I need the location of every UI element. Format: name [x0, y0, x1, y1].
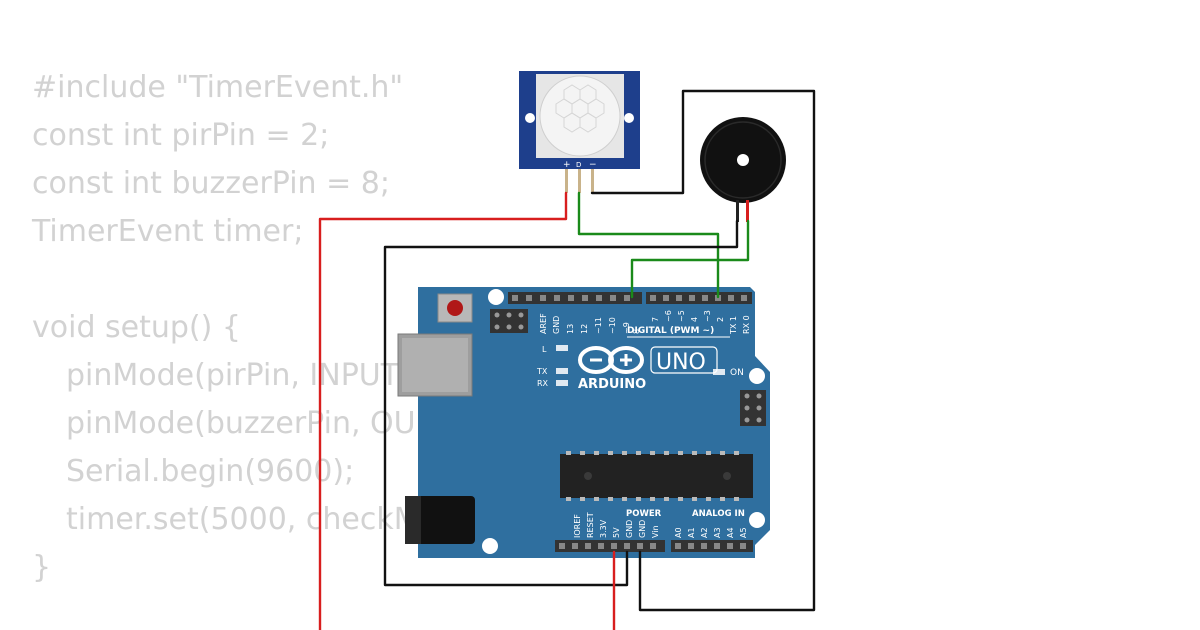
pin-label-3v3: 3.3V [599, 519, 608, 538]
pin-label-rx0: RX 0 [742, 315, 751, 334]
pin-label-a0: A0 [674, 527, 683, 538]
digital-label: DIGITAL (PWM ~) [627, 326, 714, 336]
pin-label-gnd: GND [552, 316, 561, 334]
code-line-8: pinMode(buzzerPin, OU [66, 406, 416, 441]
pin-label-ioref: IOREF [573, 514, 582, 538]
pir-motion-sensor[interactable]: + D − [519, 71, 640, 193]
code-line-11: } [32, 550, 52, 585]
arduino-uno-board[interactable]: AREF GND 13 12 ~11 ~10 ~9 8 7 ~6 ~5 4 ~3… [397, 287, 770, 558]
code-line-10: timer.set(5000, checkM [66, 502, 420, 537]
digital-header-right[interactable] [646, 292, 752, 304]
pin-label-gnd-1: GND [625, 520, 634, 538]
led-l [556, 345, 568, 351]
pin-label-a3: A3 [713, 527, 722, 538]
code-line-9: Serial.begin(9600); [66, 454, 355, 489]
piezo-buzzer[interactable] [700, 117, 786, 222]
pin-label-7: 7 [651, 317, 660, 322]
pir-pin-plus-label: + [563, 160, 571, 170]
pir-mount-hole [624, 113, 634, 123]
pin-label-5: ~5 [677, 310, 686, 322]
pin-label-4: 4 [690, 317, 699, 322]
wire-buzzer-gnd[interactable] [383, 219, 739, 587]
arduino-logo-icon [578, 346, 644, 374]
wire-pir-gnd[interactable] [590, 89, 816, 612]
mounting-hole [482, 538, 498, 554]
mounting-hole [749, 512, 765, 528]
mounting-hole [488, 289, 504, 305]
pin-label-reset: RESET [586, 512, 595, 538]
power-label: POWER [626, 509, 662, 519]
digital-header-left[interactable] [508, 292, 642, 304]
pin-label-3: ~3 [703, 310, 712, 322]
pin-label-a5: A5 [739, 527, 748, 538]
pin-label-6: ~6 [664, 310, 673, 322]
wire-buzzer-signal[interactable] [630, 219, 750, 299]
code-line-3: const int buzzerPin = 8; [32, 166, 390, 201]
led-tx [556, 368, 568, 374]
pin-label-a4: A4 [726, 527, 735, 538]
analog-header[interactable] [671, 540, 753, 552]
pin-label-aref: AREF [539, 313, 548, 334]
pin-label-9: ~9 [622, 322, 631, 334]
led-rx-label: RX [537, 379, 549, 388]
code-line-6: void setup() { [32, 310, 241, 345]
pin-label-a2: A2 [700, 527, 709, 538]
pir-pin-minus-label: − [589, 160, 597, 170]
wire-pir-signal[interactable] [577, 191, 720, 299]
led-rx [556, 380, 568, 386]
pin-label-5v: 5V [612, 527, 621, 538]
power-header[interactable] [555, 540, 665, 552]
code-line-1: #include "TimerEvent.h" [32, 70, 404, 105]
buzzer-pin-negative[interactable] [736, 200, 739, 222]
led-l-label: L [542, 345, 547, 354]
buzzer-hole-icon [737, 154, 749, 166]
wire-pir-vcc[interactable] [318, 191, 568, 630]
code-line-4: TimerEvent timer; [32, 214, 304, 249]
pin-label-11: ~11 [594, 317, 603, 334]
code-line-2: const int pirPin = 2; [32, 118, 330, 153]
led-on [713, 369, 725, 375]
reset-button-cap[interactable] [447, 300, 463, 316]
pir-pin-plus[interactable] [565, 169, 568, 193]
mounting-hole [749, 368, 765, 384]
pir-pin-minus[interactable] [591, 169, 594, 193]
icsp-header-right [740, 390, 766, 426]
pin-label-10: ~10 [608, 317, 617, 334]
board-model: UNO [656, 350, 706, 375]
analog-label: ANALOG IN [692, 509, 745, 519]
led-on-label: ON [730, 368, 744, 378]
pin-label-2: 2 [716, 317, 725, 322]
pin-label-13: 13 [566, 324, 575, 334]
arduino-logo-text: ARDUINO [578, 377, 646, 392]
pir-pin-d-label: D [576, 161, 581, 169]
pir-dome-icon [539, 75, 621, 157]
pin-label-gnd-2: GND [638, 520, 647, 538]
pin-label-tx1: TX 1 [729, 316, 738, 335]
led-tx-label: TX [536, 367, 548, 376]
pin-label-vin: Vin [651, 525, 660, 538]
pir-mount-hole [525, 113, 535, 123]
icsp-header [490, 309, 528, 333]
buzzer-pin-positive[interactable] [746, 200, 749, 222]
power-jack [405, 496, 475, 544]
pin-label-8: 8 [632, 329, 641, 334]
pin-label-12: 12 [580, 324, 589, 334]
pir-pin-d[interactable] [578, 169, 581, 193]
pin-label-a1: A1 [687, 527, 696, 538]
atmega-chip [560, 451, 753, 501]
